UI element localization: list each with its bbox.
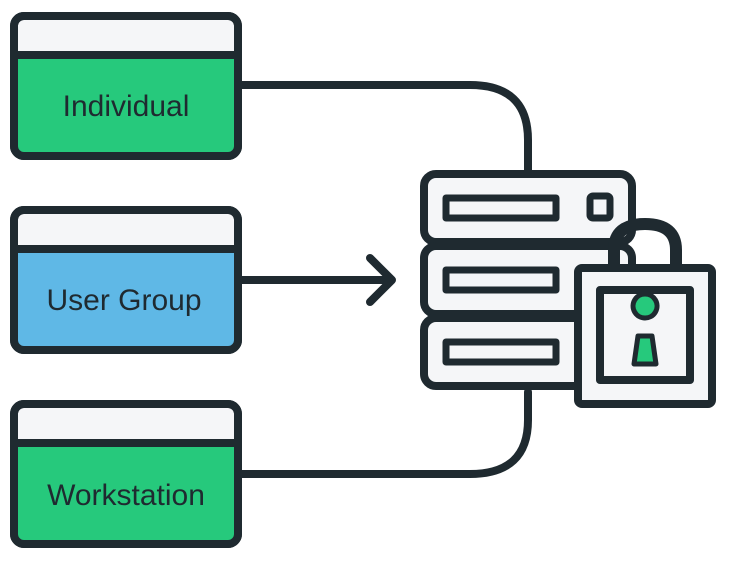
server-unit-1	[420, 170, 636, 246]
connector-workstation	[234, 388, 532, 478]
server-slot	[442, 266, 560, 294]
card-outline	[10, 12, 242, 160]
card-body	[18, 250, 234, 346]
server-stack-icon	[420, 170, 636, 390]
connector-individual	[234, 81, 532, 174]
card-label-workstation: Workstation	[47, 479, 205, 512]
card-workstation: Workstation	[10, 400, 242, 548]
connectors	[234, 81, 532, 478]
arrow-right-icon	[366, 254, 396, 306]
server-led	[586, 192, 614, 222]
card-body	[18, 56, 234, 152]
card-individual: Individual	[10, 12, 242, 160]
card-body	[18, 444, 234, 540]
server-slot	[442, 338, 560, 366]
keyhole-stem	[631, 333, 659, 367]
server-slot	[442, 194, 560, 222]
keyhole-icon	[630, 291, 660, 321]
lock-shackle	[608, 218, 682, 270]
card-label-user-group: User Group	[46, 284, 201, 317]
card-label-individual: Individual	[63, 90, 190, 123]
card-outline	[10, 206, 242, 354]
padlock-icon	[574, 218, 716, 408]
card-user-group: User Group	[10, 206, 242, 354]
card-outline	[10, 400, 242, 548]
